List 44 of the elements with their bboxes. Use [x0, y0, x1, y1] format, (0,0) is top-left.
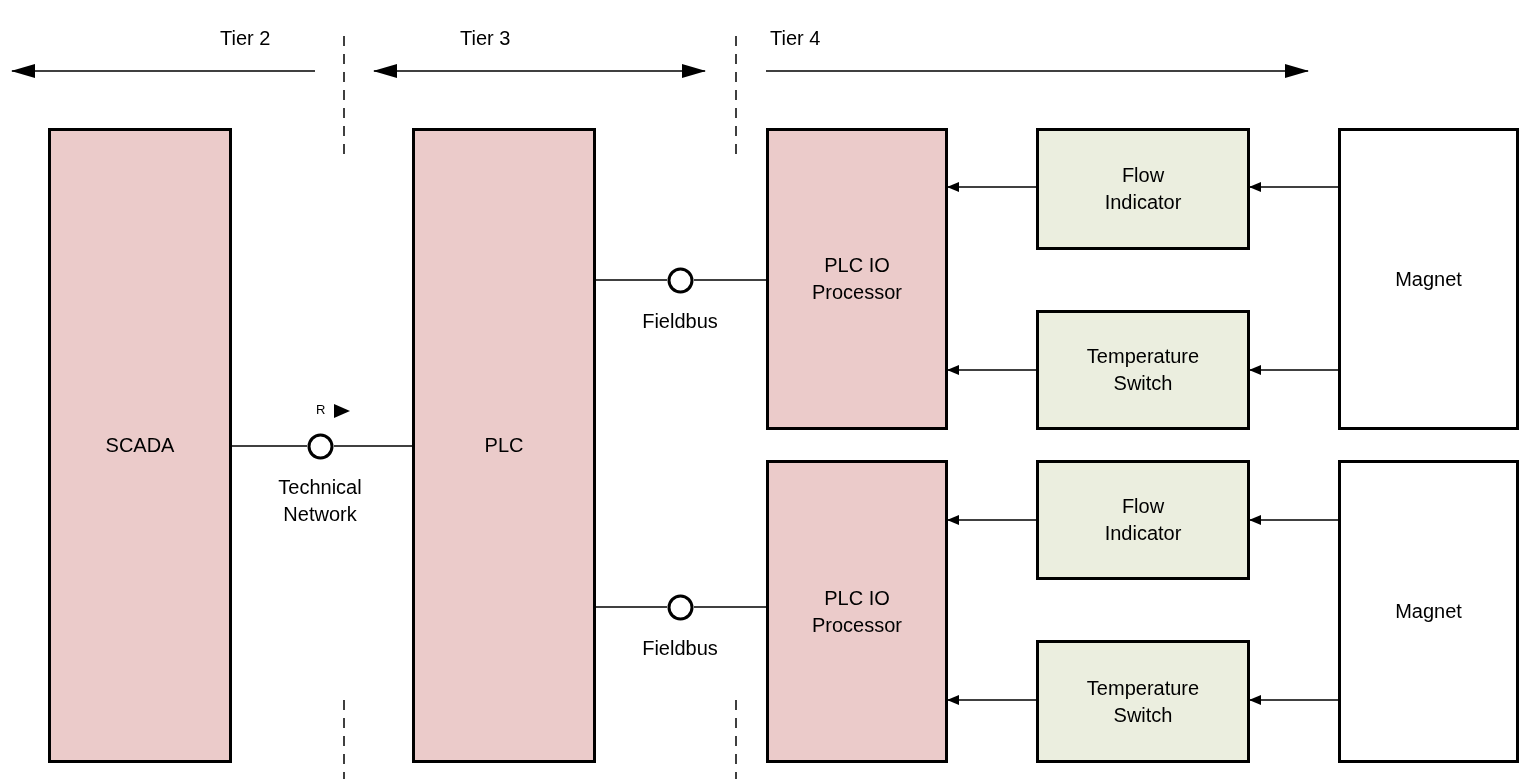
network-node-circle [307, 433, 334, 460]
component-box [412, 128, 596, 763]
component-box [766, 128, 948, 430]
arrow [947, 365, 1037, 375]
node-label: SCADA [104, 433, 176, 458]
connector-line [693, 606, 767, 608]
network-node-circle [667, 594, 694, 621]
network-label: Technical Network [277, 475, 363, 527]
tier-label: Tier 4 [770, 28, 821, 48]
node-label: Flow Indicator [1103, 163, 1183, 215]
arrow [1249, 515, 1339, 525]
connector-line [231, 445, 308, 447]
component-box [1036, 460, 1250, 580]
component-box [1036, 310, 1250, 430]
network-label: Fieldbus [641, 309, 719, 334]
node-label: Temperature Switch [1085, 675, 1201, 728]
direction-label: R [316, 403, 326, 416]
node-label: Magnet [1394, 266, 1463, 292]
tier-label: Tier 3 [460, 28, 511, 48]
node-label: PLC [483, 433, 525, 458]
component-box [766, 460, 948, 763]
node-label: Flow Indicator [1103, 494, 1183, 546]
arrow [947, 695, 1037, 705]
arrow [1249, 182, 1339, 192]
arrow [947, 515, 1037, 525]
arrow [1249, 365, 1339, 375]
component-box [1338, 460, 1519, 763]
component-box [1036, 128, 1250, 250]
network-label: Fieldbus [641, 636, 719, 661]
node-label: PLC IO Processor [811, 253, 903, 305]
component-box [48, 128, 232, 763]
tier-label: Tier 2 [220, 28, 271, 48]
connector-line [595, 606, 668, 608]
node-label: Temperature Switch [1085, 344, 1201, 396]
arrow [947, 182, 1037, 192]
arrow [1249, 695, 1339, 705]
node-label: Magnet [1394, 599, 1463, 624]
connector-line [595, 279, 668, 281]
node-label: PLC IO Processor [811, 585, 903, 638]
connector-line [333, 445, 413, 447]
network-node-circle [667, 267, 694, 294]
component-box [1036, 640, 1250, 763]
component-box [1338, 128, 1519, 430]
connector-line [693, 279, 767, 281]
